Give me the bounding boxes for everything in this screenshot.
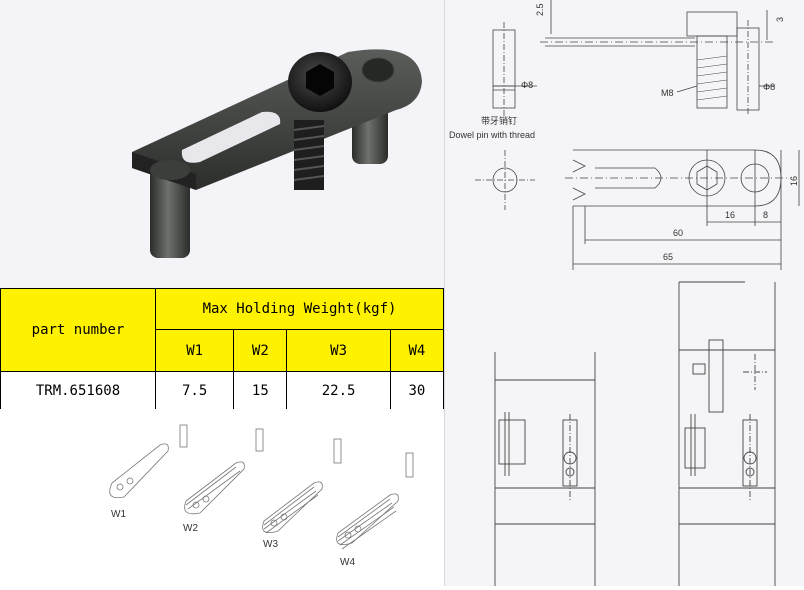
phi8-left-label: Φ8 [521,80,533,90]
part-number-cell: TRM.651608 [0,371,156,410]
table-row: TRM.651608 7.5 15 22.5 30 [0,371,445,410]
dim-65-label: 65 [663,252,673,262]
clamp-photo-illustration [132,49,422,258]
dim-2-5-label: 2.5 [535,3,545,16]
dim-16-label: 16 [725,210,735,220]
holding-weight-table: part number Max Holding Weight(kgf) W1 W… [0,288,445,410]
col-header-w3: W3 [286,329,391,372]
col-header-w4: W4 [389,329,445,372]
col-header-w1: W1 [154,329,235,372]
w4-label: W4 [340,557,355,568]
caption-cn: 带牙销钉 [481,115,517,126]
technical-drawing: 2.5 3 Φ8 M8 Φ8 带牙销钉 Dowel pin with threa… [444,0,804,586]
phi8-right-label: Φ8 [763,82,775,92]
part-number-header: part number [0,288,156,372]
weight-w3-cell: 22.5 [286,371,391,410]
col-header-w2: W2 [233,329,288,372]
weight-w2-cell: 15 [233,371,288,410]
dim-16-height-label: 16 [789,176,799,186]
w2-label: W2 [183,523,198,534]
dimension-drawing: 2.5 3 Φ8 M8 Φ8 带牙销钉 Dowel pin with threa… [449,0,800,586]
weight-w1-cell: 7.5 [154,371,235,410]
w1-label: W1 [111,509,126,520]
dim-60-label: 60 [673,228,683,238]
w3-label: W3 [263,539,278,550]
stacking-sketch: W1 W2 W3 W4 [0,409,444,586]
stacked-plates-illustration: W1 W2 W3 W4 [109,424,414,568]
m8-label: M8 [661,88,674,98]
dim-8-label: 8 [763,210,768,220]
max-weight-header: Max Holding Weight(kgf) [155,288,444,330]
caption-en: Dowel pin with thread [449,130,535,140]
product-photo [0,0,444,288]
weight-w4-cell: 30 [389,371,445,410]
dim-3-label: 3 [775,17,785,22]
